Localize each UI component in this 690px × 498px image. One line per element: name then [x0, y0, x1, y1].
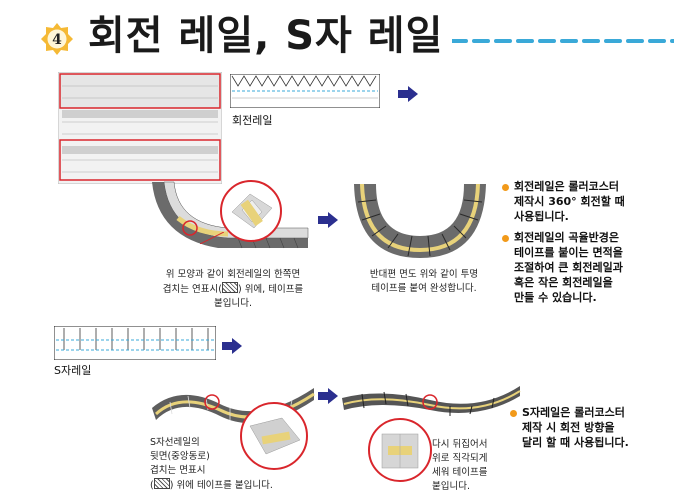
- hatch-mark-icon: [221, 282, 238, 293]
- callout-line: [200, 232, 224, 244]
- caption-line: 다시 뒤집어서: [432, 439, 488, 450]
- s-rail-completed: [342, 386, 521, 416]
- caption-line: 위 모양과 같이 회전레일의 한쪽면: [165, 269, 301, 280]
- caption-line: 위로 직각되게: [432, 453, 488, 464]
- bullet-2: 회전레일의 곡율반경은 테이프를 붙이는 면적을 조절하여 큰 회전레일과 혹은…: [514, 231, 623, 304]
- detail-circle-tape-3: [368, 418, 432, 482]
- page-title: 회전 레일, S자 레일: [88, 13, 444, 59]
- arrow-right-icon: [222, 338, 242, 354]
- caption-line: 뒷면(중앙동로): [150, 451, 210, 462]
- rotation-rail-completed: [354, 183, 486, 258]
- detail-circle-tape-1: [220, 180, 282, 242]
- rotation-caption-1: 위 모양과 같이 회전레일의 한쪽면 겹치는 연표시() 위에, 테이프를 붙입…: [148, 268, 318, 311]
- s-rail-label: S자레일: [54, 364, 92, 377]
- arrow-right-icon: [398, 86, 418, 102]
- s-rail-caption-2: 다시 뒤집어서 위로 직각되게 세워 테이프를 붙입니다.: [432, 438, 502, 494]
- arrow-right-icon: [318, 388, 338, 404]
- bullet-dot: [502, 235, 509, 242]
- bullet-3: S자레일은 롤러코스터 제작 시 회전 방향을 달리 할 때 사용됩니다.: [522, 406, 629, 449]
- rotation-caption-2: 반대편 면도 위와 같이 투명 테이프를 붙여 완성합니다.: [352, 268, 496, 296]
- caption-line: 붙입니다.: [432, 481, 470, 492]
- s-rail-caption-1: S자선레일의 뒷면(중앙동로) 겹치는 면표시: [150, 436, 250, 478]
- rotation-rail-strip: [230, 74, 380, 108]
- caption-line: S자선레일의: [150, 437, 200, 448]
- detail-circle-tape-2: [240, 402, 308, 470]
- caption-line: 테이프를 붙여 완성합니다.: [371, 283, 477, 294]
- number-badge: 4: [41, 23, 73, 55]
- bullet-dot: [502, 184, 509, 191]
- caption-line: 겹치는 면표시: [150, 465, 206, 476]
- caption-line: 겹치는 연표시() 위에, 테이프를: [162, 282, 304, 295]
- hatch-mark-icon: [153, 478, 170, 489]
- caption-line: 세워 테이프를: [432, 467, 488, 478]
- s-rail-strip: [54, 326, 216, 360]
- bullet-1: 회전레일은 롤러코스터 제작시 360° 회전할 때 사용됩니다.: [514, 180, 625, 223]
- s-rail-caption-1-last: () 위에 테이프를 붙입니다.: [150, 478, 273, 491]
- rotation-rail-template: [58, 72, 222, 184]
- caption-line: 붙입니다.: [214, 298, 252, 309]
- bullet-dot: [510, 410, 517, 417]
- title-dash-line: [452, 39, 674, 43]
- arrow-right-icon: [318, 212, 338, 228]
- rotation-rail-label: 회전레일: [232, 114, 273, 127]
- caption-line: 반대편 면도 위와 같이 투명: [369, 269, 479, 280]
- badge-number: 4: [52, 32, 62, 48]
